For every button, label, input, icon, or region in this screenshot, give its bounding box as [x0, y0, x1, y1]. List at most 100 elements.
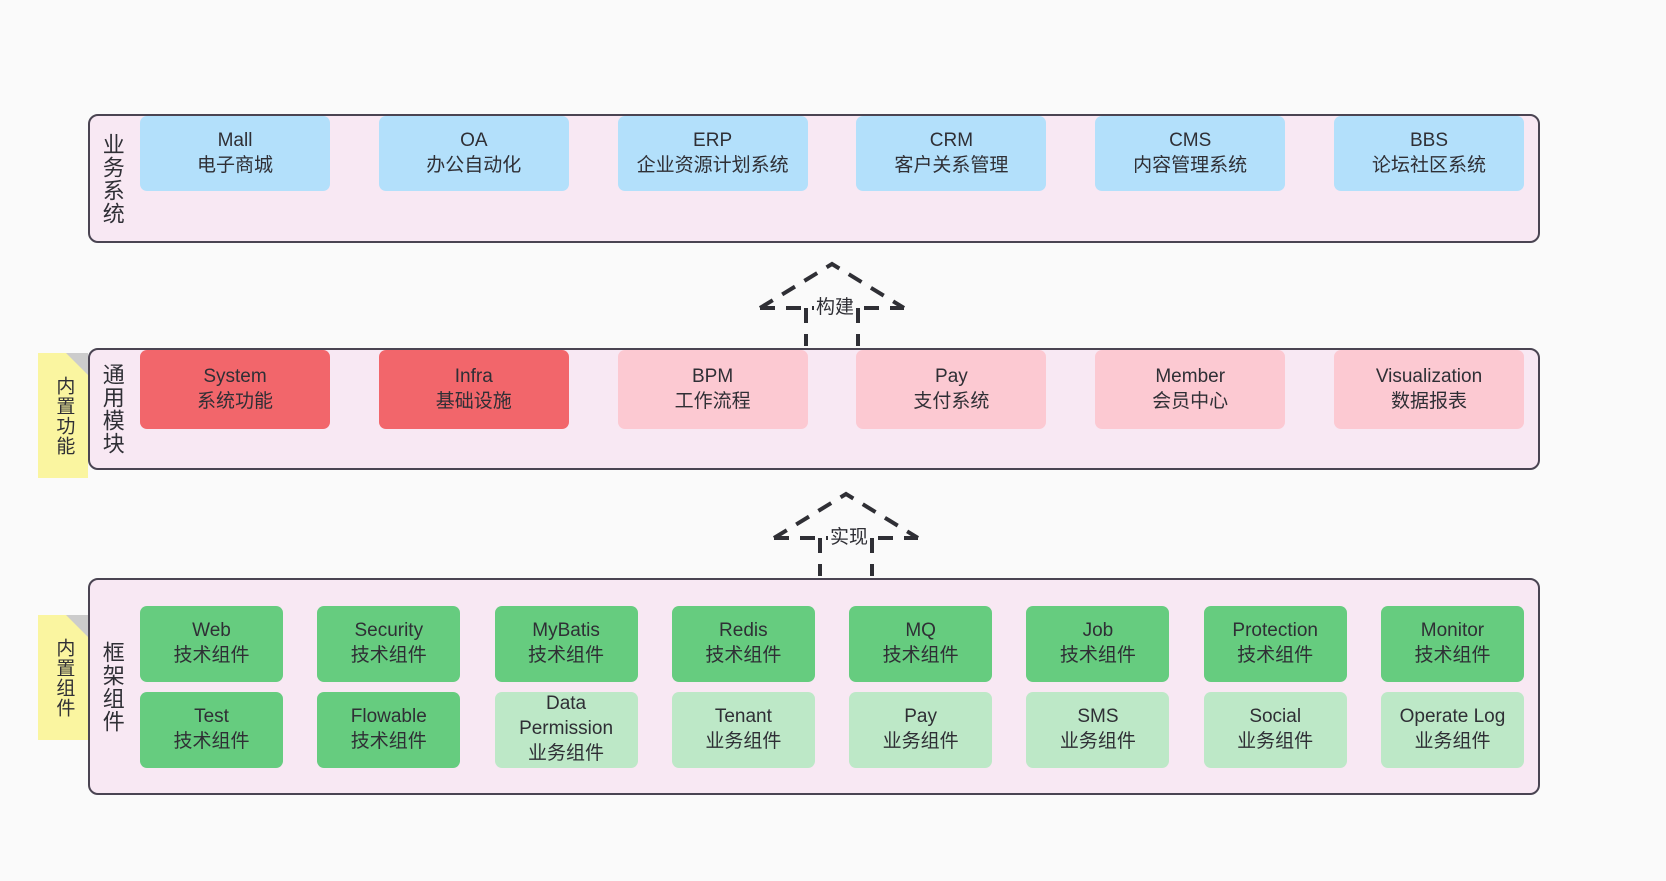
- card-pay-module-name: Pay: [935, 365, 968, 387]
- card-crm[interactable]: CRM 客户关系管理: [856, 116, 1047, 191]
- card-sms-sub: 业务组件: [1059, 730, 1136, 752]
- card-bbs-sub: 论坛社区系统: [1371, 154, 1486, 176]
- card-mall-sub: 电子商城: [196, 154, 273, 176]
- card-oa-sub: 办公自动化: [426, 154, 522, 176]
- card-cms-name: CMS: [1169, 129, 1212, 151]
- card-pay-component[interactable]: Pay 业务组件: [849, 691, 993, 768]
- card-mq[interactable]: MQ 技术组件: [849, 605, 993, 682]
- card-web-sub: 技术组件: [173, 644, 250, 666]
- card-mybatis[interactable]: MyBatis 技术组件: [494, 605, 638, 682]
- card-mq-sub: 技术组件: [882, 644, 959, 666]
- connector-implement-label: 实现: [828, 522, 871, 549]
- card-flowable-sub: 技术组件: [350, 730, 427, 752]
- card-infra-sub: 基础设施: [435, 390, 512, 412]
- layer-framework-components-cards: Web 技术组件 Security 技术组件 MyBatis 技术组件 Redi…: [134, 580, 1538, 793]
- card-crm-name: CRM: [929, 129, 974, 151]
- card-system-name: System: [203, 365, 267, 387]
- card-job[interactable]: Job 技术组件: [1026, 605, 1170, 682]
- card-operate-log-sub: 业务组件: [1414, 730, 1491, 752]
- card-erp[interactable]: ERP 企业资源计划系统: [617, 116, 808, 191]
- card-member[interactable]: Member 会员中心: [1095, 350, 1286, 429]
- card-monitor[interactable]: Monitor 技术组件: [1380, 605, 1524, 682]
- card-erp-name: ERP: [693, 129, 733, 151]
- card-redis-sub: 技术组件: [705, 644, 782, 666]
- card-test[interactable]: Test 技术组件: [140, 691, 283, 768]
- card-infra[interactable]: Infra 基础设施: [378, 350, 569, 429]
- card-job-name: Job: [1082, 619, 1114, 641]
- card-monitor-sub: 技术组件: [1414, 644, 1491, 666]
- card-visualization-name: Visualization: [1375, 365, 1483, 387]
- card-monitor-name: Monitor: [1420, 619, 1485, 641]
- card-cms-sub: 内容管理系统: [1133, 154, 1248, 176]
- card-oa[interactable]: OA 办公自动化: [378, 116, 569, 191]
- layer-business-systems-label: 业务系统: [99, 132, 125, 225]
- card-bbs-name: BBS: [1409, 129, 1448, 151]
- card-sms[interactable]: SMS 业务组件: [1026, 691, 1170, 768]
- card-pay-module-sub: 支付系统: [913, 390, 990, 412]
- card-visualization[interactable]: Visualization 数据报表: [1333, 350, 1524, 429]
- connector-build-label: 构建: [814, 292, 857, 319]
- card-data-permission[interactable]: Data Permission 业务组件: [494, 691, 638, 768]
- note-builtin-component: 内置组件: [38, 615, 88, 740]
- card-security-name: Security: [354, 619, 424, 641]
- card-pay-component-sub: 业务组件: [882, 730, 959, 752]
- layer-framework-components: 框架组件 Web 技术组件 Security 技术组件 MyBatis 技术组件…: [88, 578, 1540, 795]
- card-member-name: Member: [1155, 365, 1226, 387]
- card-mybatis-sub: 技术组件: [528, 644, 605, 666]
- card-operate-log-name: Operate Log: [1399, 705, 1506, 727]
- note-builtin-function: 内置功能: [38, 353, 88, 478]
- framework-row-business: Test 技术组件 Flowable 技术组件 Data Permission …: [140, 691, 1524, 768]
- card-erp-sub: 企业资源计划系统: [636, 154, 789, 176]
- card-social[interactable]: Social 业务组件: [1203, 691, 1347, 768]
- card-system[interactable]: System 系统功能: [140, 350, 330, 429]
- note-builtin-function-label: 内置功能: [53, 375, 75, 456]
- card-operate-log[interactable]: Operate Log 业务组件: [1380, 691, 1524, 768]
- card-web-name: Web: [192, 619, 231, 641]
- card-visualization-sub: 数据报表: [1390, 390, 1467, 412]
- card-bpm[interactable]: BPM 工作流程: [617, 350, 808, 429]
- card-social-name: Social: [1249, 705, 1302, 727]
- card-protection-name: Protection: [1232, 619, 1318, 641]
- framework-row-tech: Web 技术组件 Security 技术组件 MyBatis 技术组件 Redi…: [140, 605, 1524, 682]
- card-security[interactable]: Security 技术组件: [317, 605, 461, 682]
- card-security-sub: 技术组件: [350, 644, 427, 666]
- card-member-sub: 会员中心: [1152, 390, 1229, 412]
- card-redis-name: Redis: [719, 619, 768, 641]
- card-bpm-sub: 工作流程: [674, 390, 751, 412]
- card-tenant[interactable]: Tenant 业务组件: [671, 691, 815, 768]
- card-system-sub: 系统功能: [196, 390, 273, 412]
- card-flowable[interactable]: Flowable 技术组件: [317, 691, 461, 768]
- card-pay-module[interactable]: Pay 支付系统: [856, 350, 1047, 429]
- card-web[interactable]: Web 技术组件: [140, 605, 283, 682]
- card-mybatis-name: MyBatis: [532, 619, 600, 641]
- card-oa-name: OA: [460, 129, 488, 151]
- note-builtin-component-label: 内置组件: [53, 637, 75, 718]
- card-test-name: Test: [194, 705, 229, 727]
- connector-implement-glyph: [772, 491, 920, 576]
- card-pay-component-name: Pay: [904, 705, 937, 727]
- layer-framework-components-label: 框架组件: [99, 640, 125, 733]
- card-test-sub: 技术组件: [173, 730, 250, 752]
- card-redis[interactable]: Redis 技术组件: [671, 605, 815, 682]
- layer-common-modules-cards: System 系统功能 Infra 基础设施 BPM 工作流程 Pay 支付系统…: [134, 350, 1538, 468]
- card-tenant-sub: 业务组件: [705, 730, 782, 752]
- card-infra-name: Infra: [454, 365, 493, 387]
- card-sms-name: SMS: [1077, 705, 1119, 727]
- card-data-permission-sub: 业务组件: [528, 742, 605, 764]
- layer-common-modules: 通用模块 System 系统功能 Infra 基础设施 BPM 工作流程 Pay…: [88, 348, 1540, 470]
- card-bpm-name: BPM: [692, 365, 734, 387]
- connector-implement: 实现: [766, 488, 926, 576]
- layer-common-modules-label: 通用模块: [99, 363, 125, 455]
- connector-build-glyph: [758, 261, 906, 346]
- card-mall[interactable]: Mall 电子商城: [140, 116, 330, 191]
- card-flowable-name: Flowable: [350, 705, 427, 727]
- card-job-sub: 技术组件: [1059, 644, 1136, 666]
- card-mq-name: MQ: [905, 619, 936, 641]
- card-protection-sub: 技术组件: [1237, 644, 1314, 666]
- connector-build: 构建: [752, 258, 912, 346]
- card-tenant-name: Tenant: [714, 705, 772, 727]
- card-cms[interactable]: CMS 内容管理系统: [1095, 116, 1286, 191]
- card-bbs[interactable]: BBS 论坛社区系统: [1333, 116, 1524, 191]
- layer-business-systems-cards: Mall 电子商城 OA 办公自动化 ERP 企业资源计划系统 CRM 客户关系…: [134, 116, 1538, 241]
- card-protection[interactable]: Protection 技术组件: [1203, 605, 1347, 682]
